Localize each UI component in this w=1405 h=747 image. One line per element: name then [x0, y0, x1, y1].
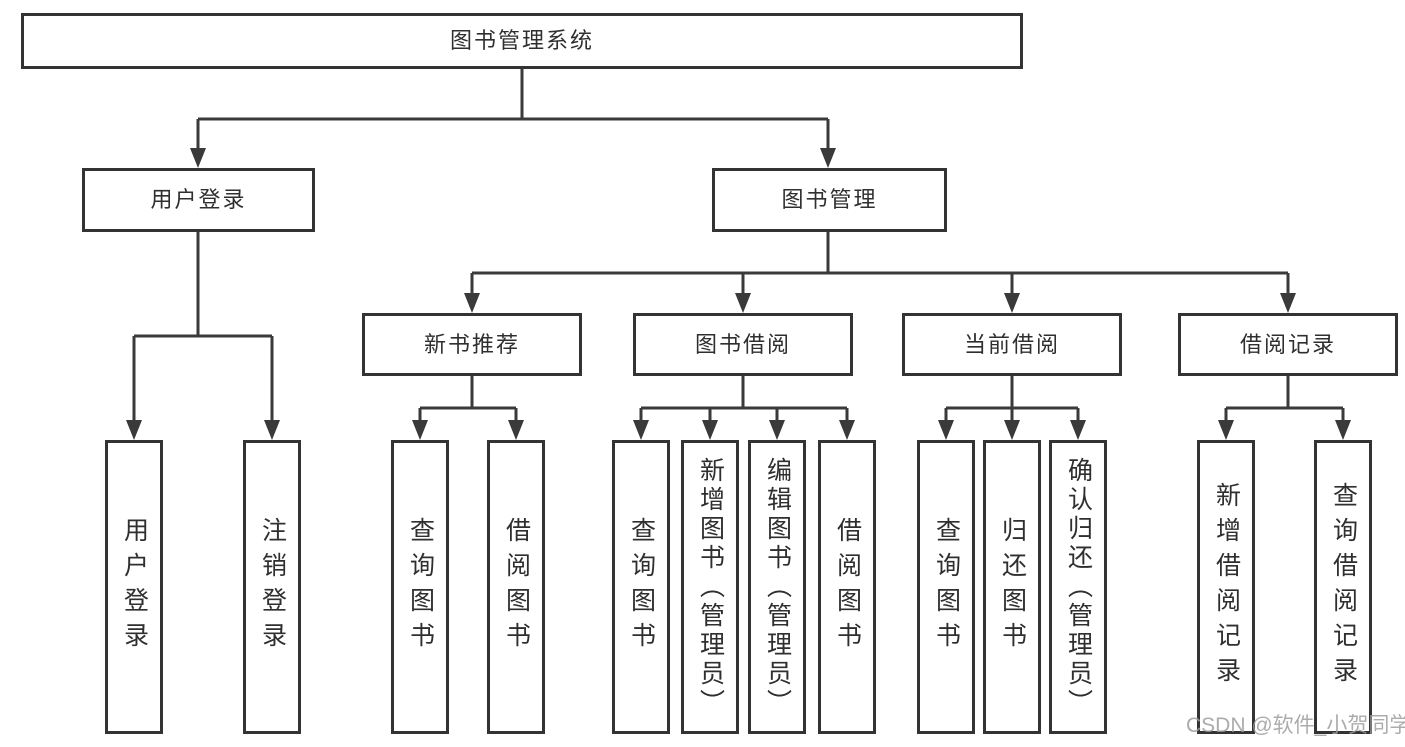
- leaf-label: 借阅图书: [833, 517, 862, 657]
- leaf-borrow-add-admin: 新增图书（管理员）: [681, 440, 739, 734]
- leaf-label: 新增图书（管理员）: [696, 456, 725, 718]
- node-new-book-recommend: 新书推荐: [362, 313, 582, 376]
- leaf-label: 新增借阅记录: [1212, 482, 1241, 692]
- connector-bookmgmt-to-level3: [464, 232, 1296, 313]
- leaf-label: 归还图书: [998, 517, 1027, 657]
- leaf-label: 查询图书: [627, 517, 656, 657]
- node-label: 新书推荐: [423, 331, 520, 357]
- connector-userlogin-to-leaves: [126, 232, 280, 440]
- leaf-label: 编辑图书（管理员）: [763, 456, 792, 718]
- connector-bookborrow-to-leaves: [633, 376, 855, 440]
- leaf-label: 确认归还（管理员）: [1064, 456, 1093, 718]
- connector-borrowrecords-to-leaves: [1218, 376, 1351, 440]
- leaf-record-add: 新增借阅记录: [1197, 440, 1255, 734]
- leaf-logout: 注销登录: [243, 440, 301, 734]
- leaf-label: 用户登录: [120, 517, 149, 657]
- node-label: 当前借阅: [963, 331, 1060, 357]
- leaf-borrow-query: 查询图书: [612, 440, 670, 734]
- leaf-current-confirm-admin: 确认归还（管理员）: [1049, 440, 1107, 734]
- node-book-borrow: 图书借阅: [633, 313, 853, 376]
- leaf-label: 注销登录: [258, 517, 287, 657]
- leaf-newbook-query: 查询图书: [391, 440, 449, 734]
- node-label: 图书借阅: [694, 331, 791, 357]
- csdn-watermark: CSDN @软件_小贺同学: [1186, 714, 1405, 737]
- connector-currentborrow-to-leaves: [938, 376, 1086, 440]
- node-current-borrow: 当前借阅: [902, 313, 1122, 376]
- leaf-current-query: 查询图书: [917, 440, 975, 734]
- node-label: 借阅记录: [1239, 331, 1336, 357]
- node-borrow-records: 借阅记录: [1178, 313, 1398, 376]
- leaf-borrow-edit-admin: 编辑图书（管理员）: [748, 440, 806, 734]
- leaf-user-login: 用户登录: [105, 440, 163, 734]
- node-label: 图书管理: [781, 187, 878, 212]
- leaf-current-return: 归还图书: [983, 440, 1041, 734]
- connector-root-to-level2: [190, 69, 836, 168]
- leaf-label: 借阅图书: [502, 517, 531, 657]
- leaf-borrow-borrow: 借阅图书: [818, 440, 876, 734]
- leaf-label: 查询图书: [932, 517, 961, 657]
- connector-newbooks-to-leaves: [412, 376, 524, 440]
- leaf-label: 查询借阅记录: [1329, 482, 1358, 692]
- node-label: 图书管理系统: [449, 28, 594, 53]
- node-user-login: 用户登录: [82, 168, 315, 232]
- leaf-label: 查询图书: [406, 517, 435, 657]
- leaf-record-query: 查询借阅记录: [1314, 440, 1372, 734]
- node-root-system: 图书管理系统: [21, 13, 1023, 69]
- leaf-newbook-borrow: 借阅图书: [487, 440, 545, 734]
- node-label: 用户登录: [150, 187, 247, 212]
- node-book-management: 图书管理: [712, 168, 947, 232]
